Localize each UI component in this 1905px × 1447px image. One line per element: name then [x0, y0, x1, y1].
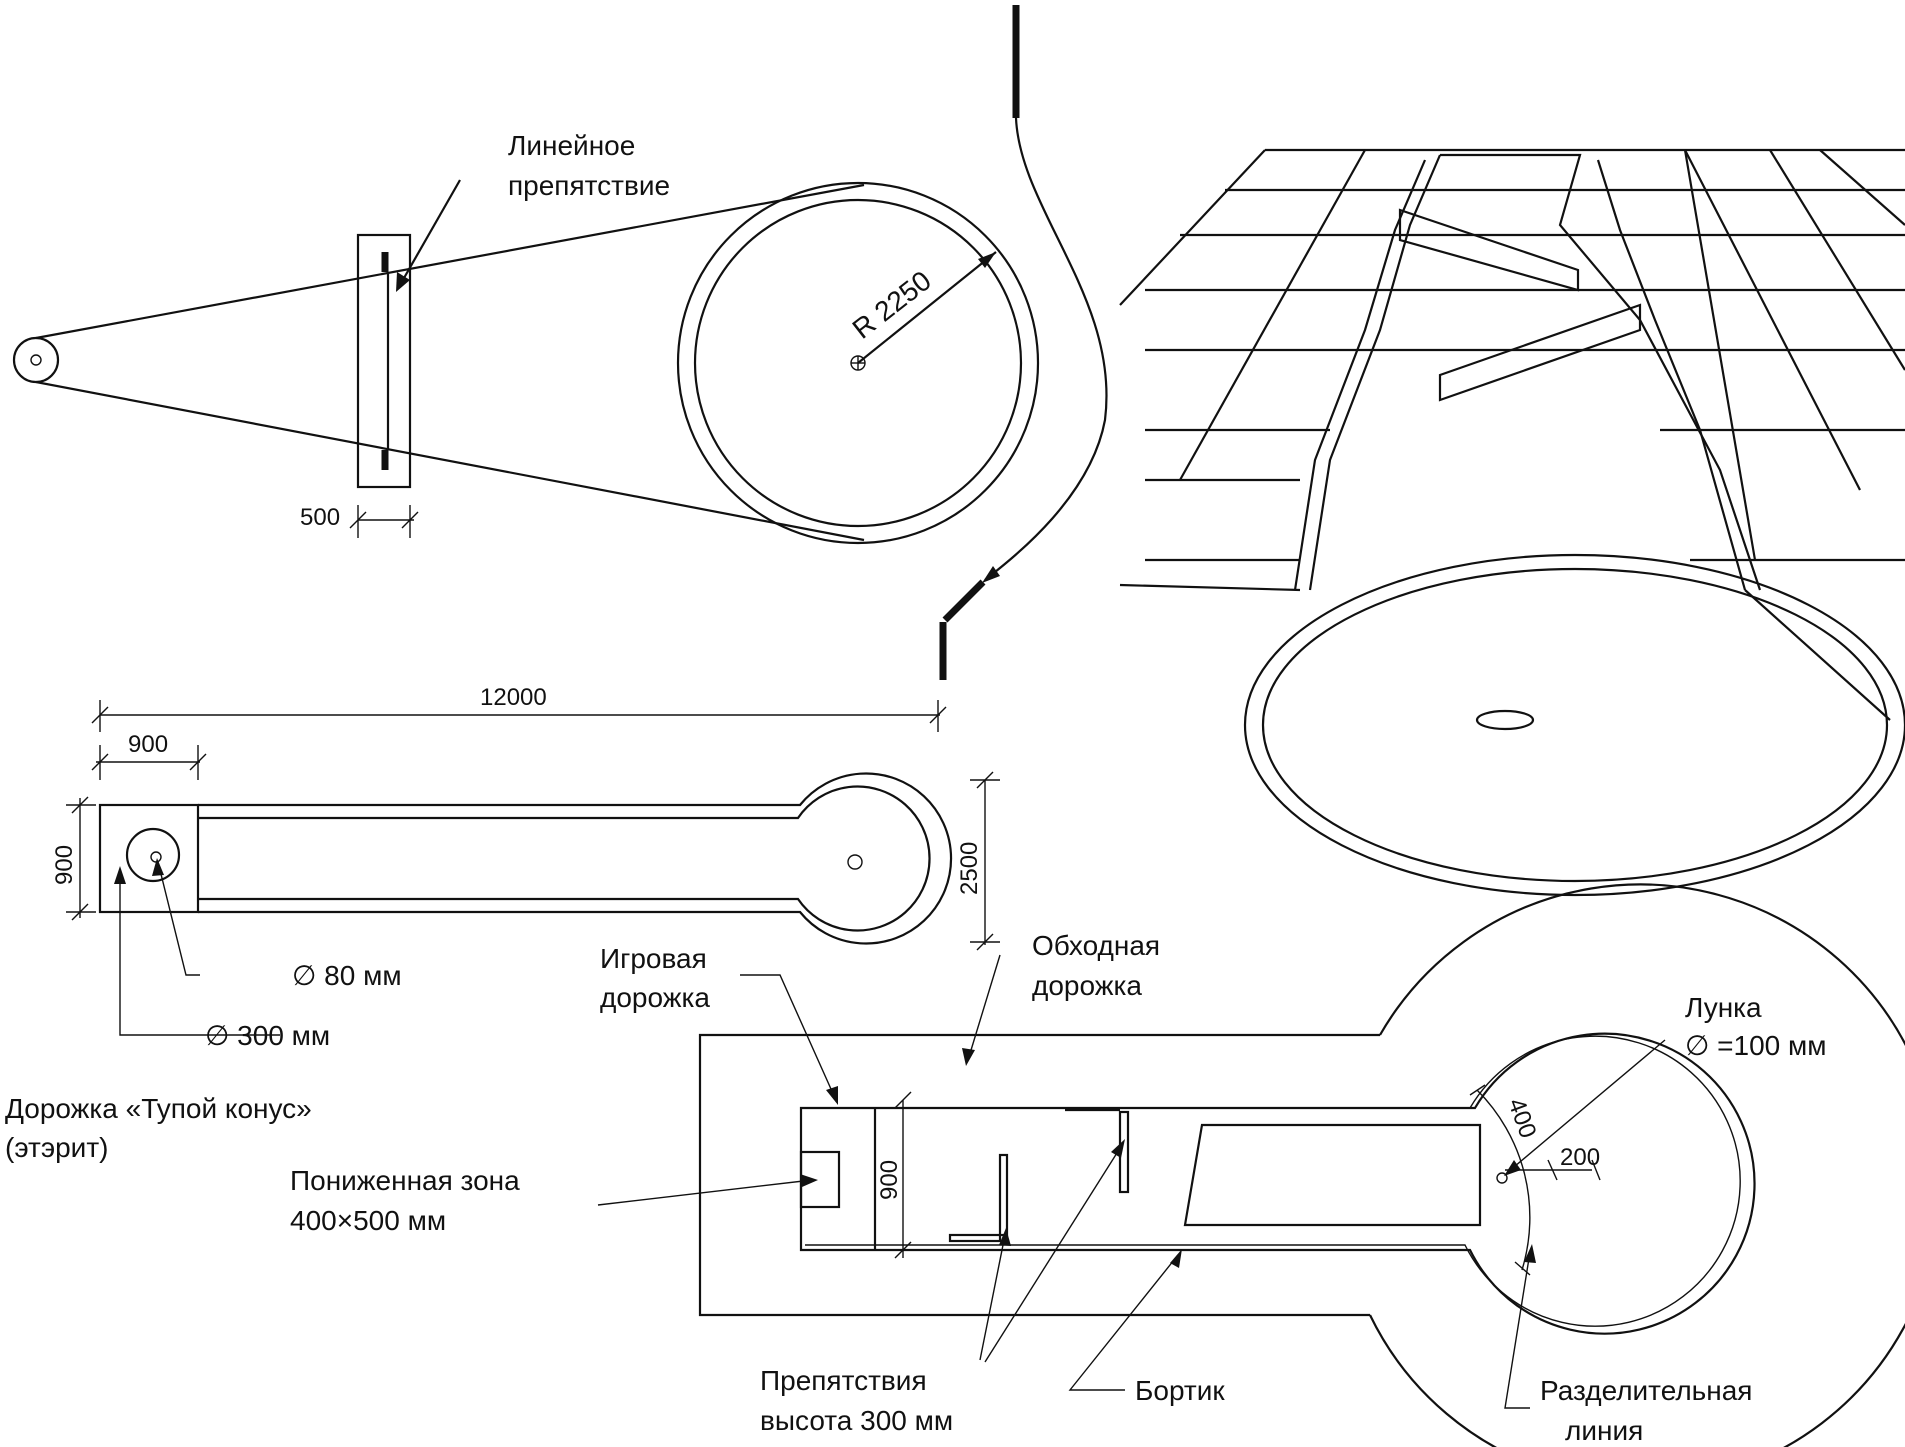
radius-label: R 2250	[847, 265, 937, 345]
lowered-zone-size-label: 400×500 мм	[290, 1205, 446, 1236]
course-name-label: Дорожка «Тупой конус»	[5, 1093, 312, 1124]
curved-separator	[939, 5, 1108, 680]
dim-500: 500	[300, 504, 340, 531]
perspective-view	[1119, 148, 1905, 897]
hole-label: Лунка	[1685, 992, 1762, 1023]
dividing-line-label: Разделительная	[1540, 1375, 1752, 1406]
hole-diameter-label: ∅ =100 мм	[1685, 1030, 1827, 1061]
diam-300-label: ∅ 300 мм	[205, 1020, 330, 1051]
course-name-sub-label: (этэрит)	[5, 1132, 108, 1163]
dim-900-left: 900	[51, 845, 78, 885]
obstacles-label: Препятствия	[760, 1365, 927, 1396]
lowered-zone-label: Пониженная зона	[290, 1165, 520, 1196]
playing-lane-label: Игровая	[600, 943, 707, 974]
dividing-line-label-2: линия	[1565, 1415, 1643, 1446]
dim-12000: 12000	[480, 684, 547, 711]
linear-obstacle-label-2: препятствие	[508, 170, 670, 201]
course-plan-dimensions: 12000 900 900 2500 ∅ 80 мм ∅ 300 мм Доро…	[5, 684, 1000, 1163]
dim-900-plan: 900	[876, 1160, 903, 1200]
cone-plan-view: R 2250 Линейное препятствие 500	[12, 130, 1040, 545]
obstacles-height-label: высота 300 мм	[760, 1405, 953, 1436]
detailed-plan: 900 400 200 Игровая дорожка Обходная дор…	[290, 883, 1905, 1447]
linear-obstacle-label: Линейное	[508, 130, 635, 161]
playing-lane-label-2: дорожка	[600, 982, 710, 1013]
dim-200: 200	[1560, 1144, 1600, 1171]
diam-80-label: ∅ 80 мм	[292, 960, 402, 991]
dim-2500: 2500	[956, 842, 983, 895]
dim-900-top: 900	[128, 731, 168, 758]
bypass-path-label: Обходная	[1032, 930, 1160, 961]
border-label: Бортик	[1135, 1375, 1225, 1406]
bypass-path-label-2: дорожка	[1032, 970, 1142, 1001]
dim-400: 400	[1502, 1095, 1541, 1142]
